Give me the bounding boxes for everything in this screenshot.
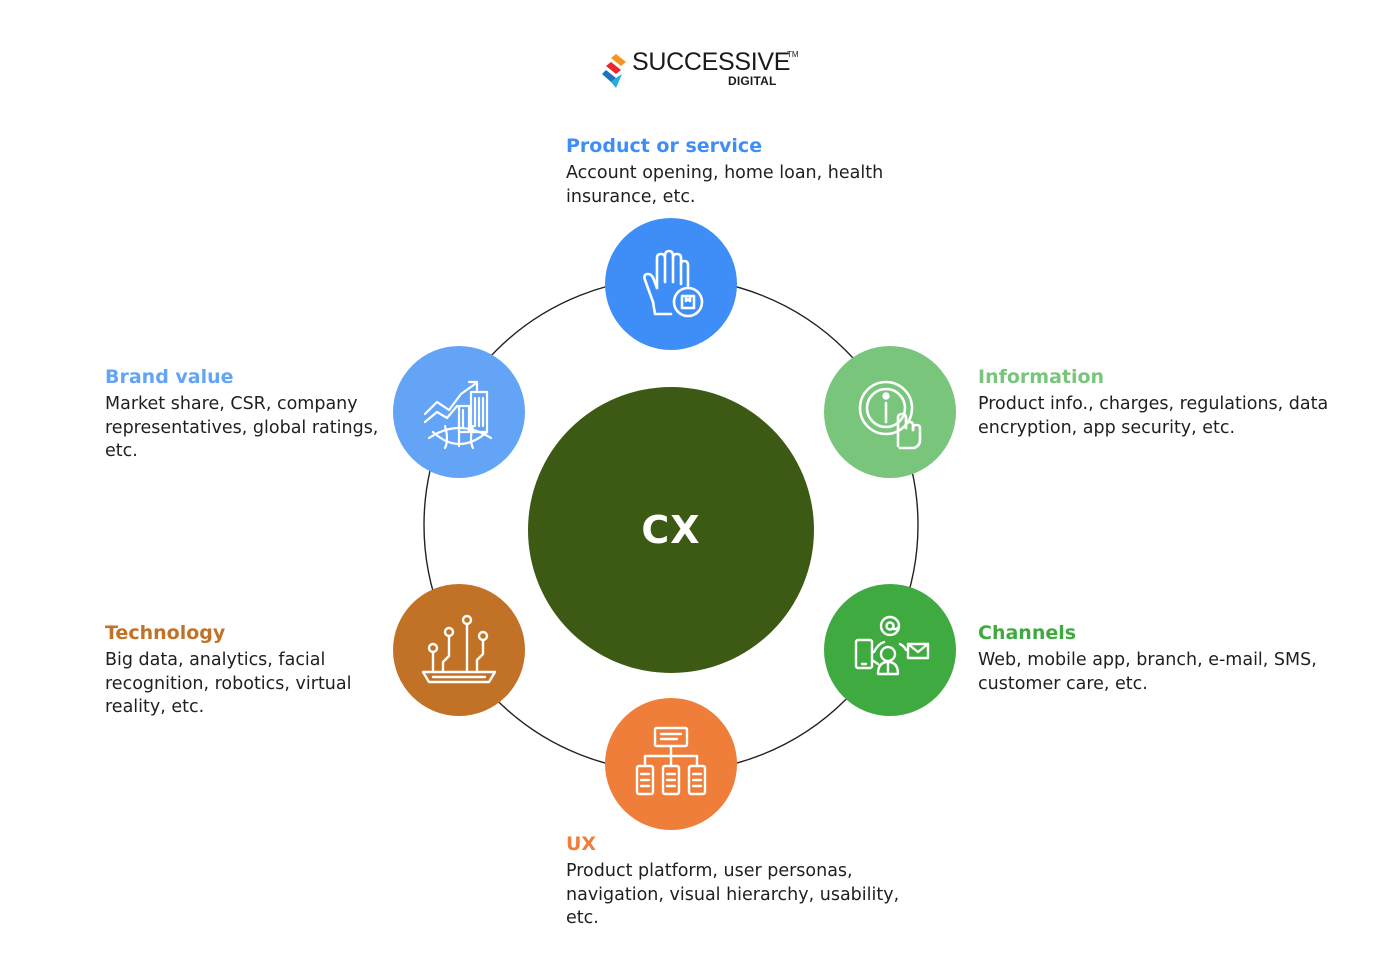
product-service-title: Product or service xyxy=(566,135,763,157)
technology-block: Technology Big data, analytics, facial r… xyxy=(105,621,385,720)
brand-value-block: Brand value Market share, CSR, company r… xyxy=(105,365,385,464)
product-node xyxy=(605,218,737,350)
brand-value-node xyxy=(393,346,525,478)
sitemap-icon xyxy=(635,726,707,796)
hand-product-icon xyxy=(643,249,704,318)
information-node xyxy=(824,346,956,478)
product-service-desc: Account opening, home loan, health insur… xyxy=(566,163,884,207)
information-block: Information Product info., charges, regu… xyxy=(978,365,1358,440)
information-title: Information xyxy=(978,366,1105,388)
logo-trademark: TM xyxy=(787,50,799,59)
product-service-block: Product or service Account opening, home… xyxy=(566,134,896,209)
circuit-icon xyxy=(421,614,497,684)
brand-value-desc: Market share, CSR, company representativ… xyxy=(105,394,379,461)
channels-desc: Web, mobile app, branch, e-mail, SMS, cu… xyxy=(978,650,1317,694)
ux-title: UX xyxy=(566,833,597,855)
logo-subtitle: DIGITAL xyxy=(728,74,777,88)
channels-node xyxy=(824,584,956,716)
growth-chart-icon xyxy=(423,380,493,450)
channels-title: Channels xyxy=(978,622,1077,644)
logo-mark-icon xyxy=(602,54,626,88)
channels-block: Channels Web, mobile app, branch, e-mail… xyxy=(978,621,1318,696)
cx-center-circle: CX xyxy=(528,387,814,673)
company-logo: SUCCESSIVE TM DIGITAL xyxy=(602,48,802,92)
technology-title: Technology xyxy=(105,622,226,644)
ux-block: UX Product platform, user personas, navi… xyxy=(566,832,906,931)
ux-node xyxy=(605,698,737,830)
information-desc: Product info., charges, regulations, dat… xyxy=(978,394,1329,438)
brand-value-title: Brand value xyxy=(105,366,234,388)
technology-node xyxy=(393,584,525,716)
logo-name: SUCCESSIVE xyxy=(632,48,791,76)
info-touch-icon xyxy=(858,380,922,450)
technology-desc: Big data, analytics, facial recognition,… xyxy=(105,650,352,717)
ux-desc: Product platform, user personas, navigat… xyxy=(566,861,900,928)
cx-center-label: CX xyxy=(641,508,701,552)
channels-icon xyxy=(854,615,930,676)
